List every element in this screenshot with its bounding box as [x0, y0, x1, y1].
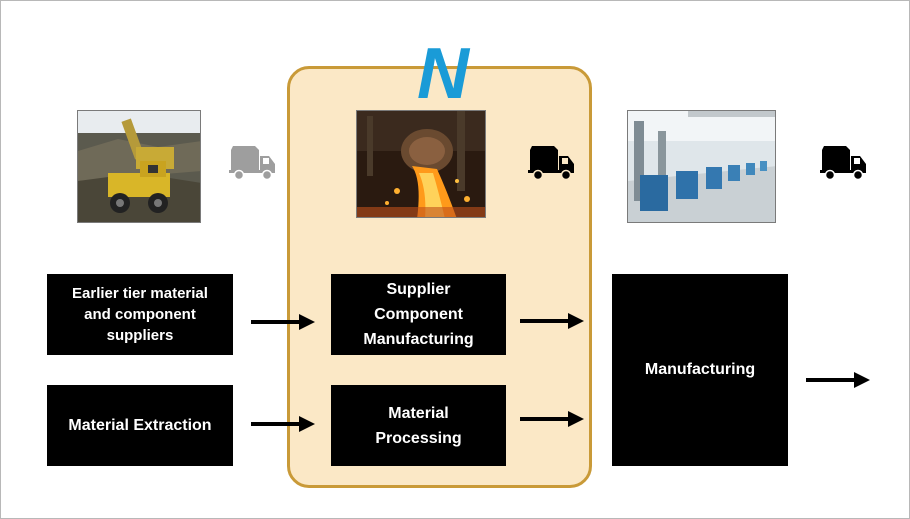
arrow-right-icon: [520, 411, 584, 427]
brand-logo-letter: N: [417, 38, 471, 110]
steel-processing-photo: [356, 110, 486, 218]
arrow-right-icon: [251, 314, 315, 330]
truck-icon: [229, 146, 275, 180]
supplier-component-manufacturing-box: Supplier Component Manufacturing: [331, 274, 506, 355]
arrow-right-icon: [520, 313, 584, 329]
material-extraction-box: Material Extraction: [47, 385, 233, 466]
material-processing-box: Material Processing: [331, 385, 506, 466]
mining-photo: [77, 110, 201, 223]
brand-logo-icon: N: [417, 38, 471, 110]
arrow-right-icon: [251, 416, 315, 432]
manufacturing-box: Manufacturing: [612, 274, 788, 466]
earlier-tier-suppliers-box: Earlier tier material and component supp…: [47, 274, 233, 355]
factory-photo: [627, 110, 776, 223]
truck-icon: [528, 146, 574, 180]
arrow-right-icon: [806, 372, 870, 388]
truck-icon: [820, 146, 866, 180]
